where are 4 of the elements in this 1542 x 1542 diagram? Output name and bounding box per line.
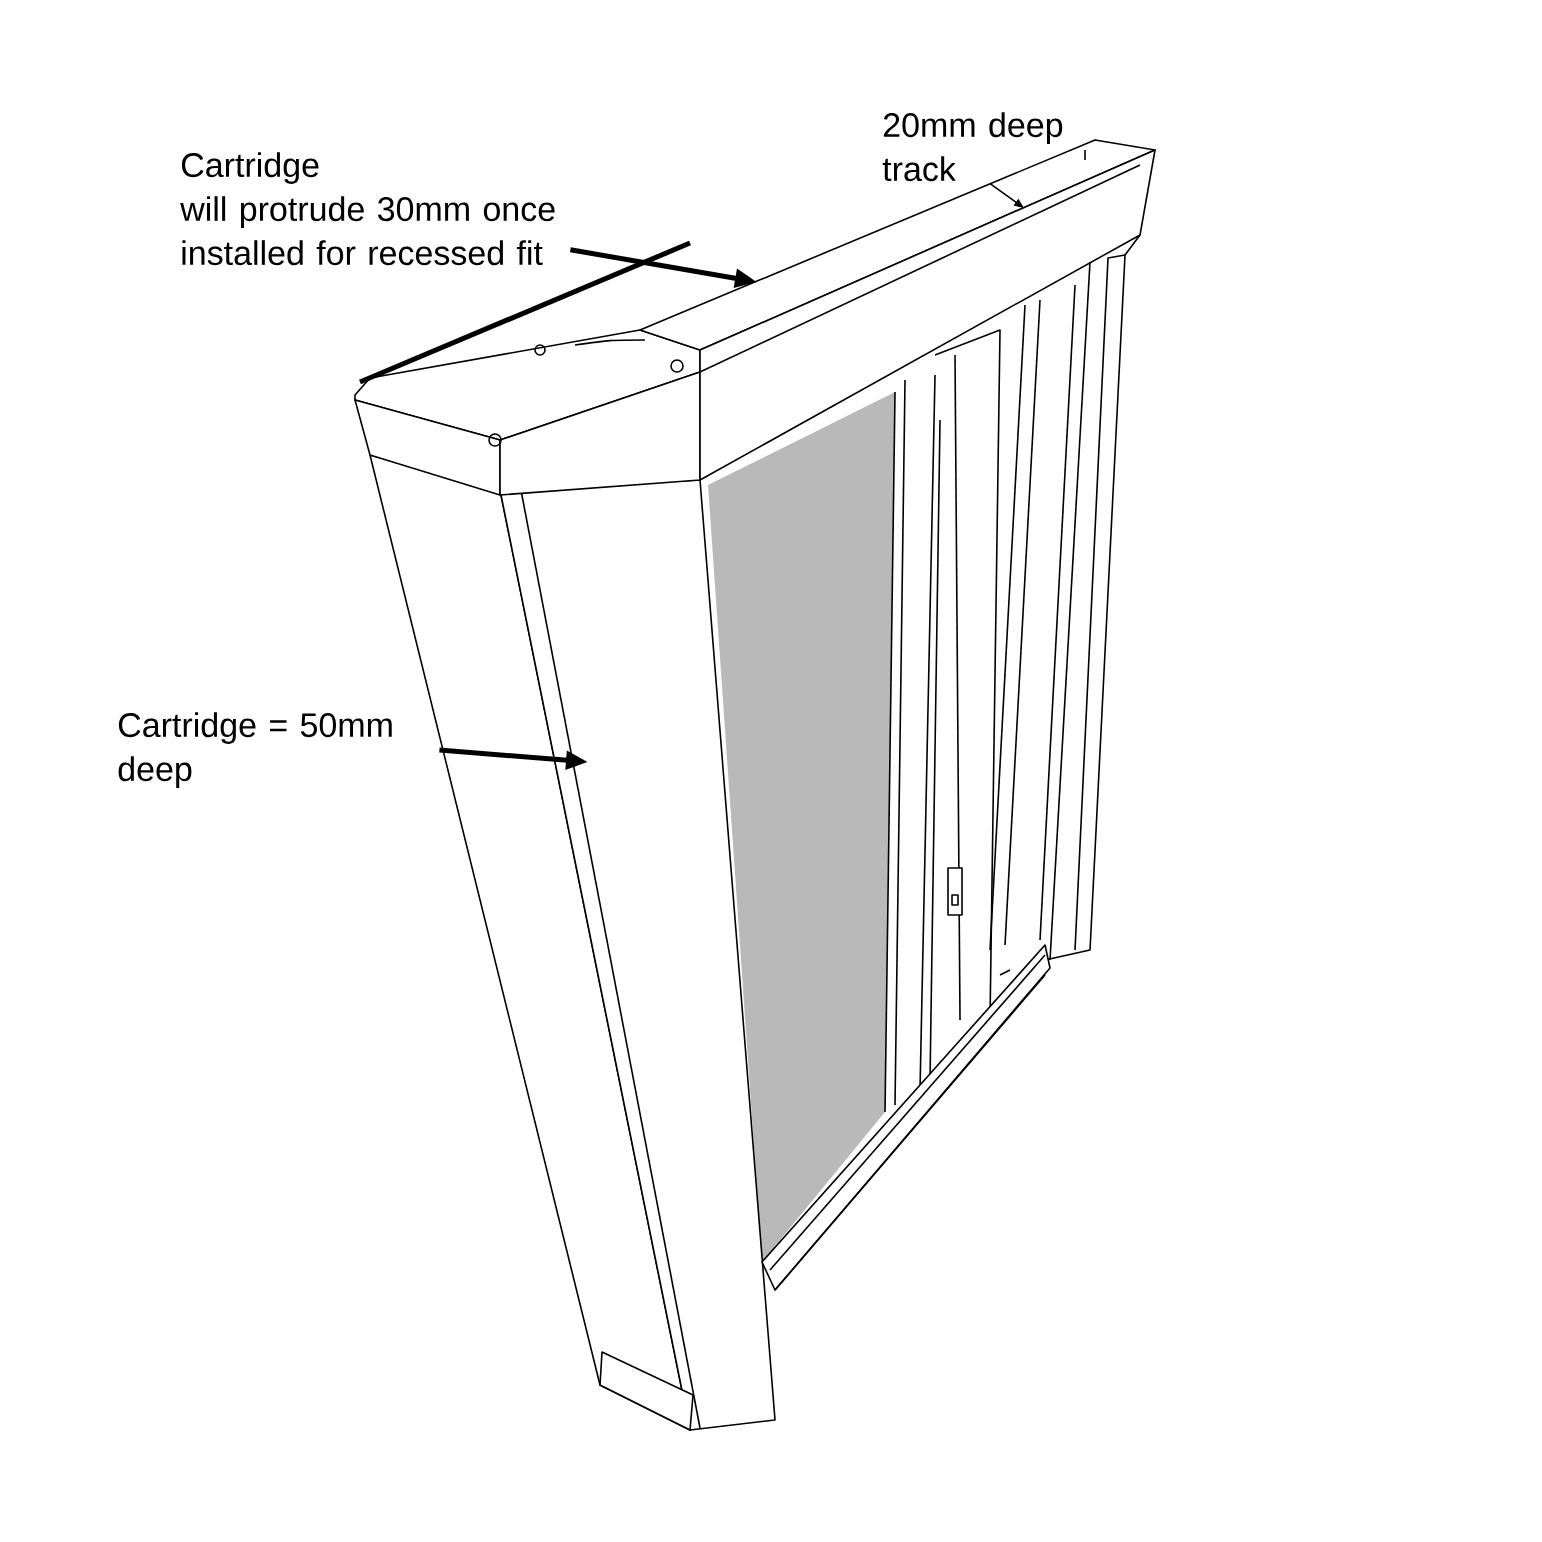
callout-text: 20mm deep track bbox=[882, 112, 1063, 182]
callout-text: Cartridge = 50mm deep bbox=[118, 712, 392, 788]
leader-arrow bbox=[988, 182, 1024, 208]
callout-text: Cartridge will protrude 30mm once installed for recessed fit bbox=[180, 152, 555, 266]
